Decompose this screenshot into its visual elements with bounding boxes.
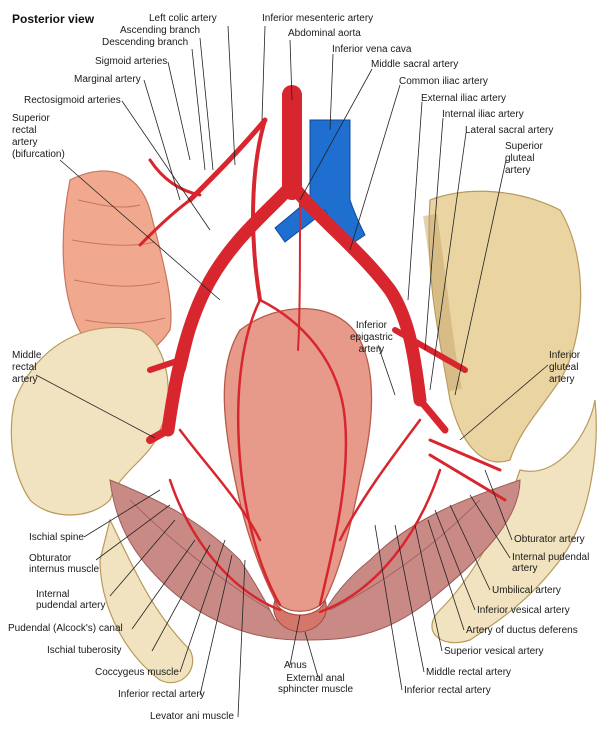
- label-internal-pudendal-artery-left: Internal pudendal artery: [36, 589, 106, 611]
- label-superior-gluteal-artery: Superior gluteal artery: [505, 141, 543, 176]
- sigmoid-colon: [62, 170, 172, 363]
- label-ischial-spine: Ischial spine: [28, 532, 84, 543]
- label-abdominal-aorta: Abdominal aorta: [288, 28, 361, 39]
- label-inferior-rectal-artery-left: Inferior rectal artery: [118, 689, 205, 700]
- label-obturator-artery: Obturator artery: [514, 534, 585, 545]
- label-superior-vesical-artery: Superior vesical artery: [444, 646, 544, 657]
- label-middle-rectal-artery-left: Middle rectal artery: [12, 350, 42, 385]
- label-inferior-epigastric-artery: Inferior epigastric artery: [350, 320, 393, 355]
- label-external-anal-sphincter: External anal sphincter muscle: [278, 673, 354, 695]
- label-marginal-artery: Marginal artery: [74, 74, 141, 85]
- label-inferior-mesenteric-artery: Inferior mesenteric artery: [262, 13, 374, 24]
- label-umbilical-artery: Umbilical artery: [492, 585, 561, 596]
- label-common-iliac-artery: Common iliac artery: [399, 76, 488, 87]
- label-rectosigmoid-arteries: Rectosigmoid arteries: [24, 95, 121, 106]
- right-hip-bone: [423, 190, 597, 644]
- label-levator-ani-muscle: Levator ani muscle: [150, 711, 234, 722]
- pelvic-floor-muscles: [109, 479, 521, 641]
- label-middle-sacral-artery: Middle sacral artery: [371, 59, 459, 70]
- label-external-iliac-artery: External iliac artery: [421, 93, 507, 104]
- left-hip-bone: [10, 326, 194, 684]
- leader-lines: [35, 25, 549, 718]
- label-internal-pudendal-artery-right: Internal pudendal artery: [512, 552, 590, 574]
- label-sigmoid-arteries: Sigmoid arteries: [95, 56, 168, 67]
- label-coccygeus-muscle: Coccygeus muscle: [95, 667, 179, 678]
- label-internal-iliac-artery: Internal iliac artery: [442, 109, 524, 120]
- label-middle-rectal-artery-right: Middle rectal artery: [426, 667, 512, 678]
- label-inferior-gluteal-artery: Inferior gluteal artery: [549, 350, 581, 385]
- label-pudendal-canal: Pudendal (Alcock's) canal: [8, 623, 123, 634]
- label-inferior-rectal-artery-right: Inferior rectal artery: [404, 685, 491, 696]
- label-artery-of-ductus-deferens: Artery of ductus deferens: [466, 625, 578, 636]
- label-inferior-vena-cava: Inferior vena cava: [332, 44, 412, 55]
- label-ischial-tuberosity: Ischial tuberosity: [47, 645, 122, 656]
- label-obturator-internus-muscle: Obturator internus muscle: [29, 553, 100, 575]
- label-left-colic-artery: Left colic artery: [149, 13, 217, 24]
- label-anus: Anus: [284, 660, 307, 671]
- arterial-tree: [138, 85, 507, 614]
- label-descending-branch: Descending branch: [102, 37, 189, 48]
- page-title: Posterior view: [12, 12, 95, 26]
- label-superior-rectal-artery: Superior rectal artery (bifurcation): [12, 113, 65, 160]
- label-inferior-vesical-artery: Inferior vesical artery: [477, 605, 570, 616]
- label-ascending-branch: Ascending branch: [120, 25, 201, 36]
- label-lateral-sacral-artery: Lateral sacral artery: [465, 125, 554, 136]
